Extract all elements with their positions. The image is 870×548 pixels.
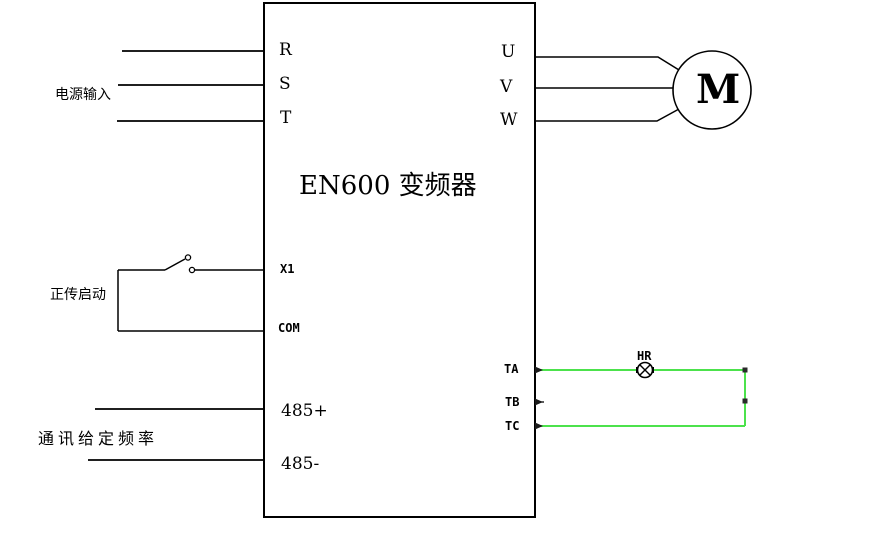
junction-marker-tb: [535, 398, 543, 406]
lamp-x-stroke-2: [639, 364, 651, 376]
switch-pole-contact-icon: [188, 266, 196, 274]
terminal-t: T: [280, 108, 292, 128]
wire-u: [535, 56, 680, 71]
terminal-485-plus: 485+: [281, 401, 328, 421]
terminal-ta: TA: [504, 362, 519, 376]
wire-w: [535, 108, 680, 122]
switch-blade: [164, 258, 186, 271]
junction-marker-rail-top: [742, 367, 748, 373]
inverter-box: [263, 2, 536, 518]
terminal-x1: X1: [280, 262, 295, 276]
motor-label: M: [696, 66, 741, 113]
junction-marker-ta: [535, 366, 543, 374]
lamp-hr-label: HR: [637, 349, 652, 363]
terminal-r: R: [279, 40, 292, 60]
junction-marker-rail-mid: [742, 398, 748, 404]
motor-circle: [672, 50, 752, 130]
terminal-w: W: [500, 110, 518, 130]
terminal-s: S: [279, 74, 291, 94]
switch-throw-contact-icon: [184, 254, 192, 261]
terminal-tb: TB: [505, 395, 520, 409]
terminal-com: COM: [278, 321, 300, 335]
label-forward-start: 正传启动: [50, 287, 106, 303]
terminal-485-minus: 485-: [281, 454, 320, 474]
junction-marker-tc: [535, 422, 543, 430]
label-power-input: 电源输入: [55, 87, 111, 103]
label-comm-freq-ref: 通讯给定频率: [38, 429, 159, 448]
terminal-v: V: [500, 77, 513, 97]
terminal-u: U: [501, 42, 516, 62]
inverter-title: EN600 变频器: [299, 171, 477, 201]
terminal-tc: TC: [505, 419, 520, 433]
